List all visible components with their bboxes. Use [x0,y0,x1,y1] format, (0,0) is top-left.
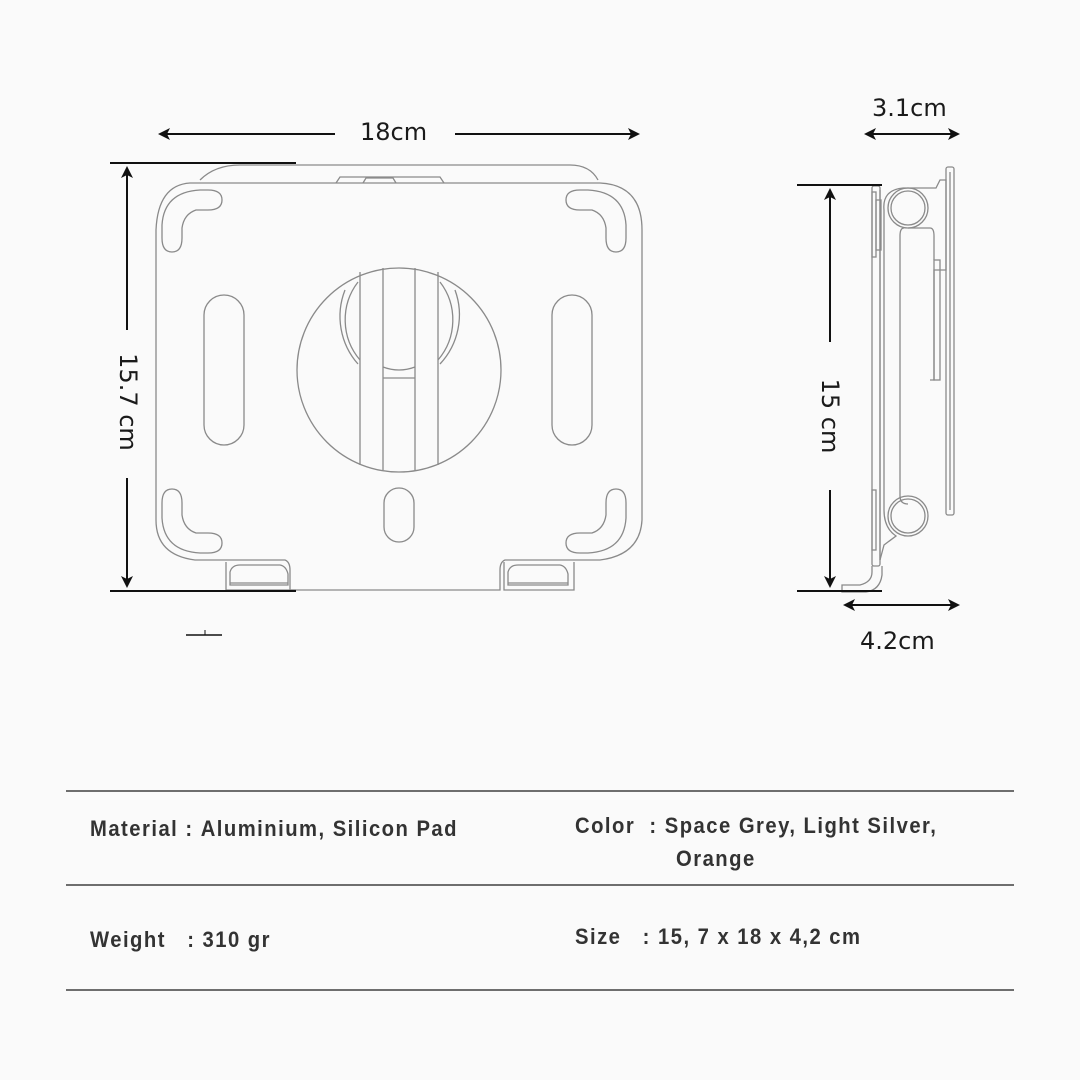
spec-key: Size [575,924,622,949]
side-height-label: 15 cm [816,378,844,454]
spec-color-continued: Orange [676,846,756,871]
spec-value: 310 gr [202,927,271,952]
spec-key: Weight [90,927,166,952]
spec-value: 15, 7 x 18 x 4,2 cm [657,924,862,949]
table-divider [66,884,1014,886]
spec-material: Material : Aluminium, Silicon Pad [90,816,458,841]
spec-key: Material [90,816,179,841]
front-view-outline [155,164,643,591]
front-height-label: 15.7 cm [114,344,142,460]
spec-size: Size : 15, 7 x 18 x 4,2 cm [575,924,862,949]
product-dimension-diagram: 18cm 15.7 cm 3.1cm 15 cm 4.2cm [110,94,960,655]
front-view-dimension-lines [110,128,640,636]
front-width-label: 18cm [356,118,432,146]
side-base-depth-label: 4.2cm [860,627,935,655]
spec-key: Color [575,813,636,838]
spec-value: Aluminium, Silicon Pad [200,816,458,841]
dimension-drawing [110,128,960,636]
spec-weight: Weight : 310 gr [90,927,271,952]
table-divider [66,989,1014,991]
spec-value: Space Grey, Light Silver, [664,813,938,838]
side-view-dimension-lines [797,128,960,611]
spec-color: Color : Space Grey, Light Silver, [575,813,938,838]
side-top-depth-label: 3.1cm [872,94,947,122]
table-divider [66,790,1014,792]
side-view-outline [841,166,955,593]
